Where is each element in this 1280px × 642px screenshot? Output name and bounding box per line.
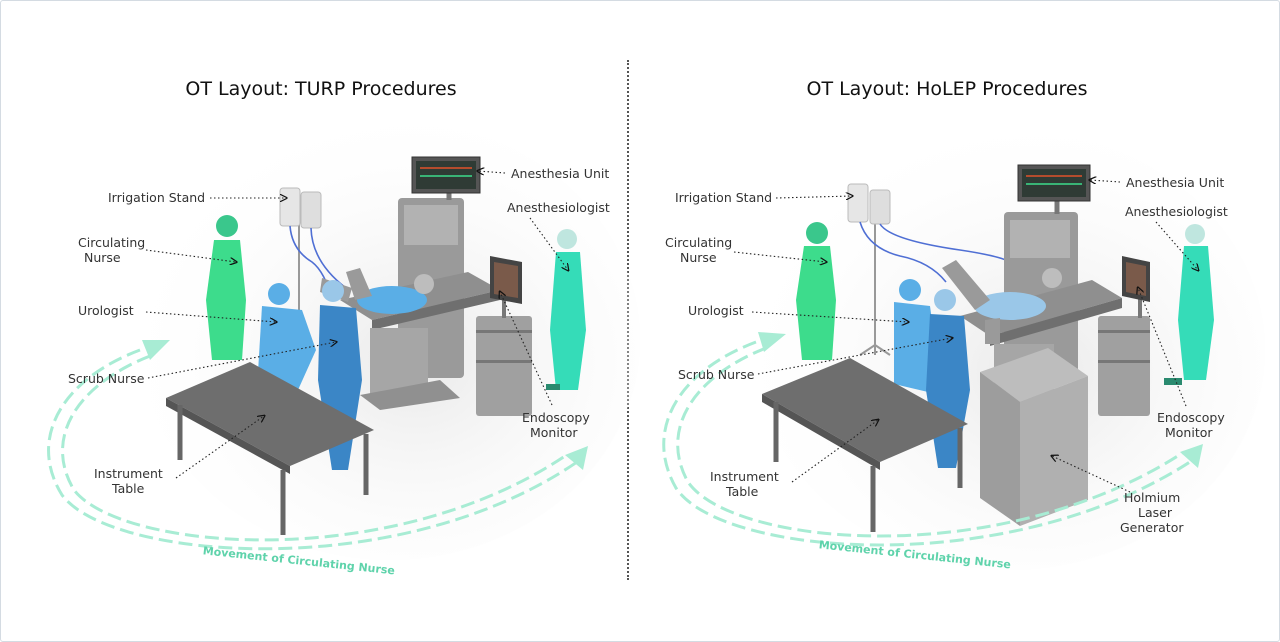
turp-label-irrigation-stand: Irrigation Stand bbox=[108, 190, 205, 205]
leader-line bbox=[757, 338, 952, 375]
turp-label-anesthesia-unit: Anesthesia Unit bbox=[511, 166, 609, 181]
irrigation-stand bbox=[847, 183, 1011, 356]
instrument-table bbox=[166, 362, 374, 535]
anesthesiologist-figure bbox=[546, 229, 586, 390]
urologist-figure bbox=[258, 283, 316, 390]
anesthesiologist-figure bbox=[1164, 224, 1214, 385]
leader-line bbox=[478, 171, 506, 173]
leader-line bbox=[500, 292, 553, 406]
leader-line bbox=[1155, 221, 1198, 270]
holep-panel-title: OT Layout: HoLEP Procedures bbox=[806, 78, 1088, 100]
leader-line bbox=[1090, 180, 1121, 182]
leader-line bbox=[145, 311, 276, 322]
leader-line bbox=[529, 217, 568, 270]
patient bbox=[942, 260, 1062, 344]
circulating-nurse-figure bbox=[796, 222, 836, 360]
turp-label-scrub-nurse: Scrub Nurse bbox=[68, 371, 145, 386]
holep-label-urologist: Urologist bbox=[688, 303, 744, 318]
holep-label-irrigation-stand: Irrigation Stand bbox=[675, 190, 772, 205]
instrument-table bbox=[762, 358, 968, 532]
leader-line bbox=[791, 420, 878, 483]
leader-line bbox=[145, 249, 236, 262]
endoscopy-monitor bbox=[1098, 256, 1150, 416]
endoscopy-monitor bbox=[476, 256, 532, 416]
turp-label-anesthesiologist: Anesthesiologist bbox=[507, 200, 610, 215]
turp-panel-title: OT Layout: TURP Procedures bbox=[185, 78, 457, 100]
turp-panel: Movement of Circulating Nurse Irrigation… bbox=[47, 120, 640, 577]
holep-label-anesthesia-unit: Anesthesia Unit bbox=[1126, 175, 1224, 190]
leader-line bbox=[1138, 288, 1187, 407]
leader-line bbox=[775, 196, 852, 198]
holep-movement-path bbox=[662, 332, 1203, 547]
circulating-nurse-figure bbox=[206, 215, 246, 360]
holep-label-anesthesiologist: Anesthesiologist bbox=[1125, 204, 1228, 219]
holep-label-scrub-nurse: Scrub Nurse bbox=[678, 367, 755, 382]
holep-panel: Movement of Circulating Nurse Irrigation… bbox=[662, 130, 1265, 571]
leader-line bbox=[733, 251, 826, 262]
turp-label-urologist: Urologist bbox=[78, 303, 134, 318]
holmium-laser-generator bbox=[980, 348, 1088, 526]
turp-movement-path bbox=[47, 340, 588, 551]
